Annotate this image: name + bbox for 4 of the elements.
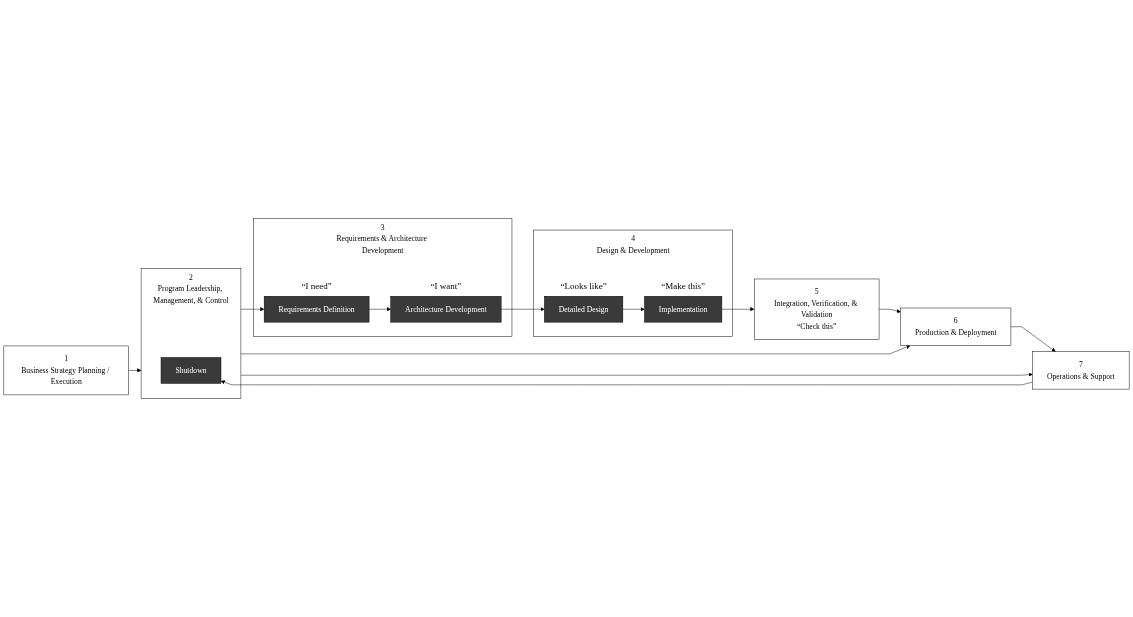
- quote-text: “I want”: [430, 282, 462, 292]
- quote-text: “Make this”: [661, 282, 705, 292]
- quote-text: “I need”: [301, 282, 332, 292]
- quote-text: “Looks like”: [560, 282, 607, 292]
